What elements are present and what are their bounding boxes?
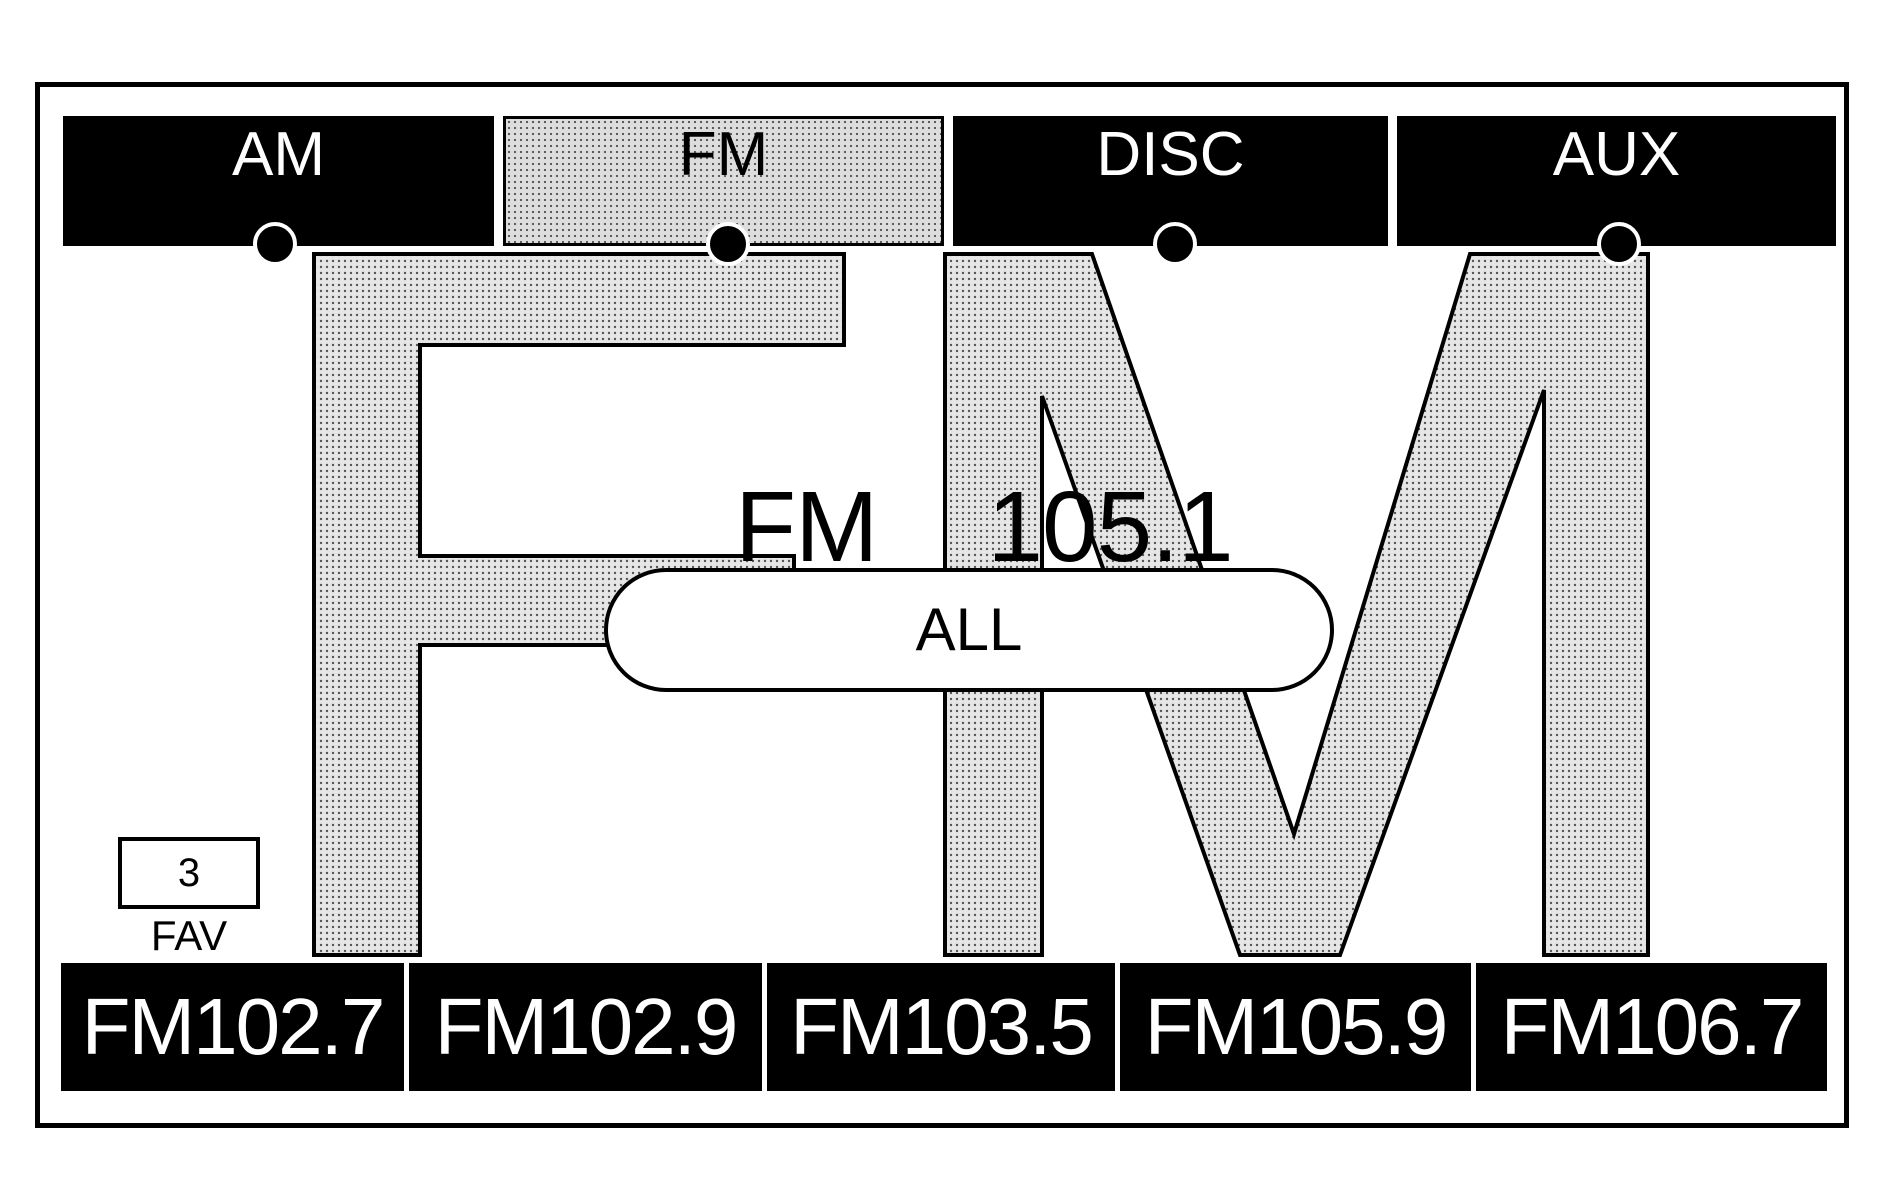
tab-am-indicator-icon xyxy=(253,222,297,266)
tab-am-label: AM xyxy=(232,120,325,189)
tab-disc-label: DISC xyxy=(1096,120,1245,189)
tab-disc-indicator-icon xyxy=(1153,222,1197,266)
preset-button-5[interactable]: FM106.7 xyxy=(1476,963,1827,1091)
tab-aux-label: AUX xyxy=(1552,120,1681,189)
station-readout: FM 105.1 xyxy=(735,470,1234,585)
station-band: FM xyxy=(735,471,878,583)
all-button[interactable]: ALL xyxy=(604,568,1334,692)
fav-page-number[interactable]: 3 xyxy=(118,837,260,909)
preset-button-2[interactable]: FM102.9 xyxy=(409,963,762,1091)
fav-label: FAV xyxy=(150,912,228,959)
preset-button-3[interactable]: FM103.5 xyxy=(767,963,1115,1091)
tab-fm-indicator-icon xyxy=(706,222,750,266)
tab-aux[interactable]: AUX xyxy=(1397,116,1836,246)
station-frequency: 105.1 xyxy=(987,471,1233,583)
tab-aux-indicator-icon xyxy=(1597,222,1641,266)
preset-button-4[interactable]: FM105.9 xyxy=(1120,963,1471,1091)
preset-button-1[interactable]: FM102.7 xyxy=(61,963,404,1091)
tab-fm-label: FM xyxy=(678,120,769,189)
